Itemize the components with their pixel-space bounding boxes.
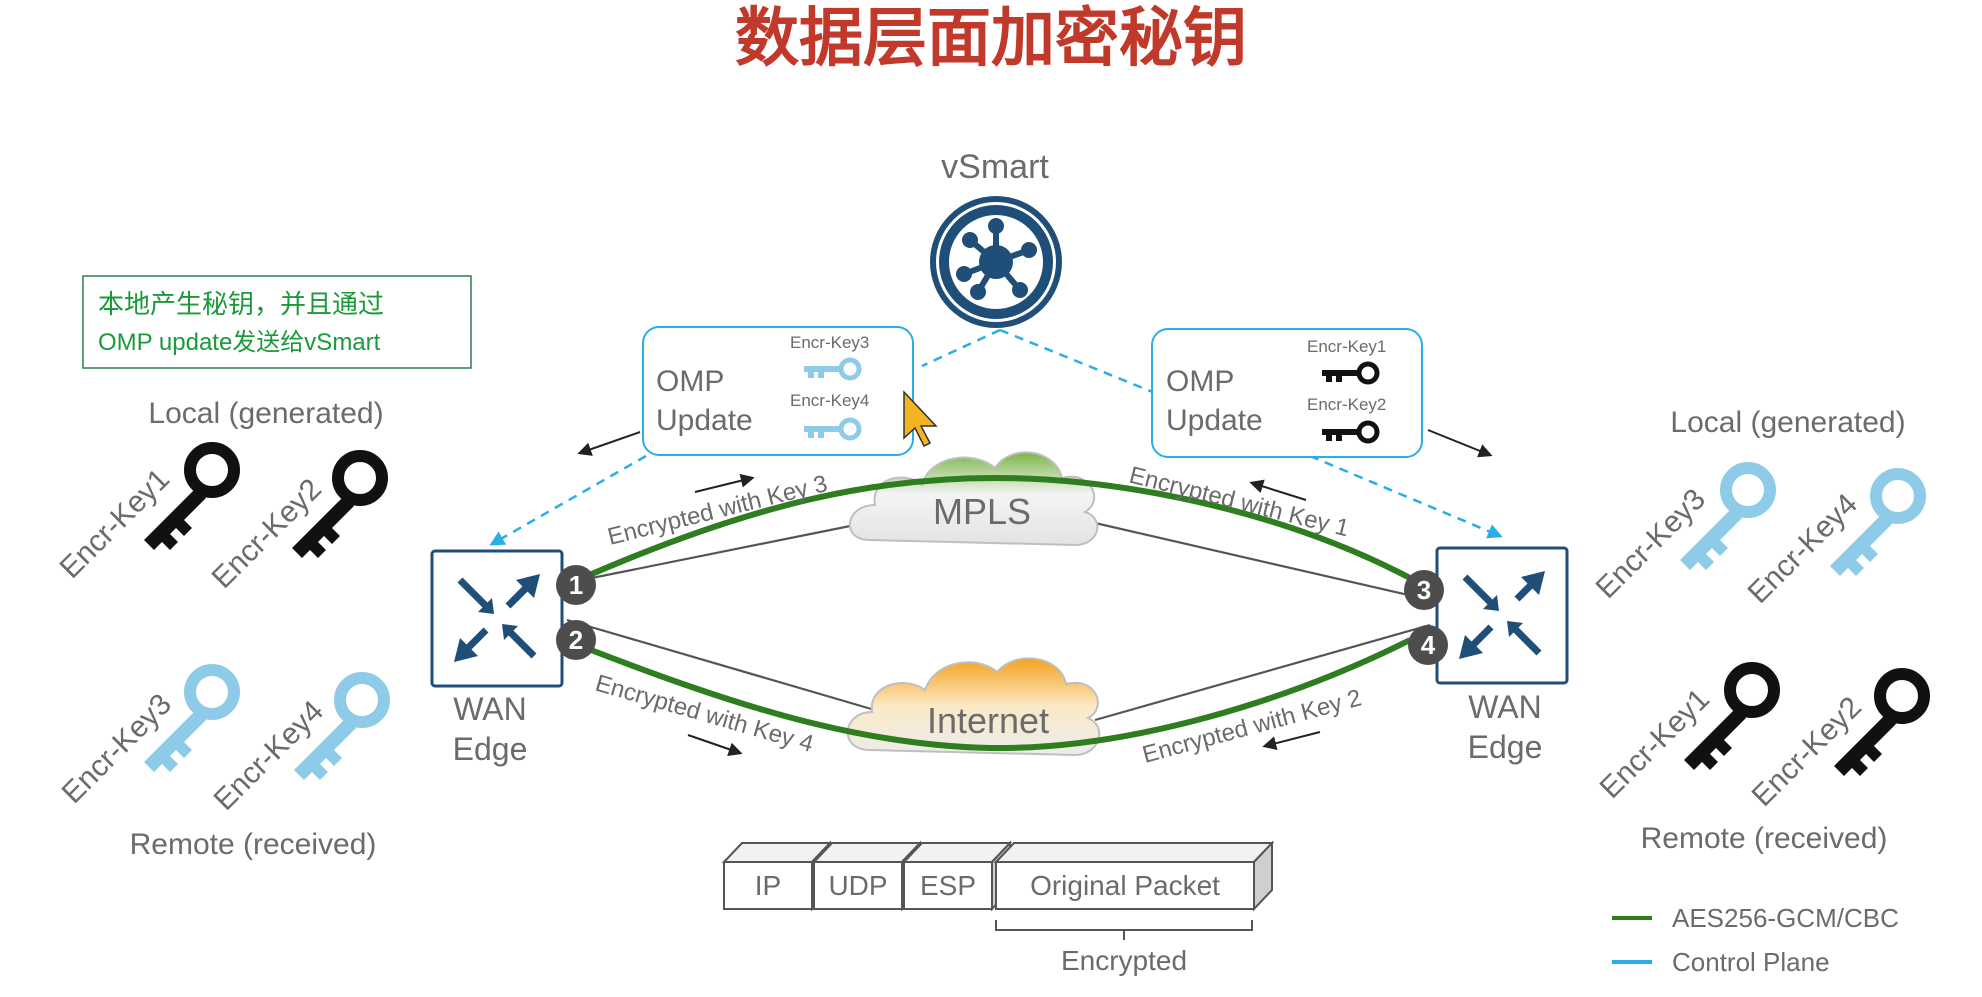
left-local-label: Local (generated) <box>148 397 383 430</box>
vsmart-label: vSmart <box>941 148 1049 186</box>
omp-direction-arrows <box>577 429 1493 458</box>
wan-edge-right-line-2: Edge <box>1468 729 1543 765</box>
tunnel-label-key3: Encrypted with Key 3 <box>605 470 830 551</box>
underlay-links <box>566 518 1431 722</box>
page-title: 数据层面加密秘钥 <box>735 2 1247 76</box>
port-4-label: 4 <box>1421 630 1436 660</box>
left-local-key-1-label: Encr-Key1 <box>54 463 176 585</box>
port-3-label: 3 <box>1417 575 1431 605</box>
tunnel-label-key1: Encrypted with Key 1 <box>1127 462 1352 543</box>
control-plane-links <box>489 328 1503 546</box>
port-1[interactable]: 1 <box>556 565 596 605</box>
wan-edge-right[interactable]: WAN Edge <box>1435 546 1569 765</box>
packet-esp-label: ESP <box>920 870 976 901</box>
packet-ip-label: IP <box>755 870 781 901</box>
note-line-1: 本地产生秘钥，并且通过 <box>98 289 384 319</box>
wan-edge-right-line-1: WAN <box>1468 689 1541 725</box>
omp-left-line-1: OMP <box>656 365 724 398</box>
internet-label: Internet <box>927 700 1049 741</box>
omp-update-right: OMP Update Encr-Key1 Encr-Key2 <box>1151 328 1423 458</box>
encrypted-tunnels <box>576 474 1412 752</box>
wan-edge-left[interactable]: WAN Edge <box>430 549 564 767</box>
right-local-key-1-label: Encr-Key3 <box>1590 483 1712 605</box>
router-arrows-icon <box>1459 571 1545 659</box>
omp-left-key-b-label: Encr-Key4 <box>790 391 869 410</box>
omp-left-key-a-label: Encr-Key3 <box>790 333 869 352</box>
packet-original-label: Original Packet <box>1030 870 1220 901</box>
omp-right-key-b-label: Encr-Key2 <box>1307 395 1386 414</box>
wan-edge-left-line-2: Edge <box>453 731 528 767</box>
legend-data-label: AES256-GCM/CBC <box>1672 903 1899 933</box>
packet-structure: IP UDP ESP Original Packet <box>721 840 1275 940</box>
right-remote-key-1-label: Encr-Key1 <box>1594 683 1716 805</box>
port-4[interactable]: 4 <box>1408 625 1448 665</box>
packet-esp: ESP <box>901 840 1013 912</box>
mpls-cloud: MPLS <box>849 451 1099 547</box>
omp-right-line-2: Update <box>1166 404 1263 437</box>
note-line-2: OMP update发送给vSmart <box>98 329 381 356</box>
omp-right-line-1: OMP <box>1166 365 1234 398</box>
legend: AES256-GCM/CBC Control Plane <box>1612 903 1899 977</box>
internet-cloud: Internet <box>846 657 1101 757</box>
port-3[interactable]: 3 <box>1404 570 1444 610</box>
packet-udp-label: UDP <box>828 870 887 901</box>
port-2-label: 2 <box>569 625 583 655</box>
tunnel-direction-arrows <box>687 473 1321 756</box>
note-box: 本地产生秘钥，并且通过 OMP update发送给vSmart <box>82 275 472 369</box>
wan-edge-left-line-1: WAN <box>453 691 526 727</box>
port-2[interactable]: 2 <box>556 620 596 660</box>
cursor-icon <box>903 390 938 448</box>
mpls-label: MPLS <box>933 491 1031 532</box>
omp-left-line-2: Update <box>656 404 753 437</box>
left-remote-label: Remote (received) <box>130 828 377 861</box>
router-arrows-icon <box>454 574 540 662</box>
hub-icon[interactable] <box>930 196 1062 328</box>
packet-encrypted-label: Encrypted <box>1061 945 1187 976</box>
omp-update-left: OMP Update Encr-Key3 Encr-Key4 <box>642 326 914 456</box>
port-1-label: 1 <box>569 570 583 600</box>
packet-original: Original Packet <box>993 840 1275 912</box>
right-local-label: Local (generated) <box>1670 406 1905 439</box>
omp-right-key-a-label: Encr-Key1 <box>1307 337 1386 356</box>
right-remote-label: Remote (received) <box>1641 822 1888 855</box>
legend-control-label: Control Plane <box>1672 947 1830 977</box>
